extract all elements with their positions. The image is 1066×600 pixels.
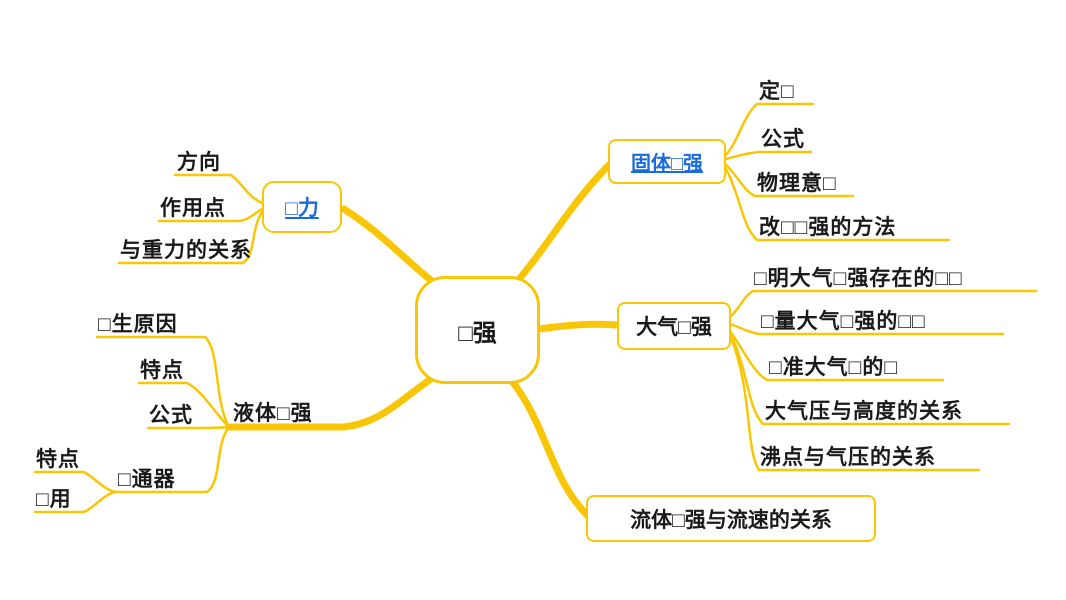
node-physical-meaning[interactable]: 物理意□ <box>757 172 837 195</box>
connector-boiling <box>728 333 981 472</box>
node-liquid-formula[interactable]: 公式 <box>149 404 193 427</box>
node-fluid-pressure-speed[interactable]: 流体□强与流速的关系 <box>586 495 876 542</box>
connector-point <box>157 207 264 223</box>
node-standard-pressure[interactable]: □准大气□的□ <box>769 356 899 379</box>
node-vessel-features[interactable]: 特点 <box>36 448 80 471</box>
node-point[interactable]: 作用点 <box>160 197 226 220</box>
connector-solid-formula <box>724 150 813 161</box>
connector-vessel-application <box>33 490 117 514</box>
node-measure-pressure[interactable]: □量大气□强的□□ <box>761 310 926 333</box>
node-fluid-pressure-speed-label: 流体□强与流速的关系 <box>630 508 832 532</box>
node-altitude-relation[interactable]: 大气压与高度的关系 <box>765 400 963 423</box>
node-solid-pressure[interactable]: 固体□强 <box>608 139 726 184</box>
node-boiling-relation[interactable]: 沸点与气压的关系 <box>760 446 936 469</box>
node-prove-existence[interactable]: □明大气□强存在的□□ <box>754 267 963 290</box>
connector-direction <box>173 173 264 205</box>
branch-atmosphere-line <box>535 320 622 333</box>
connector-measure <box>728 322 1005 336</box>
connector-vessel-features <box>33 470 117 494</box>
branch-fluid-line <box>508 377 592 520</box>
node-pressure-center[interactable]: □强 <box>415 276 540 384</box>
node-atmospheric-pressure-label: 大气□强 <box>636 316 712 339</box>
node-vessel-application[interactable]: □用 <box>36 488 72 511</box>
node-liquid-pressure[interactable]: 液体□强 <box>233 402 313 425</box>
connector-definition <box>724 102 815 157</box>
node-solid-formula[interactable]: 公式 <box>761 128 805 151</box>
connector-altitude <box>728 331 1011 426</box>
connector-liquid-features <box>137 381 231 429</box>
node-change-methods[interactable]: 改□□强的方法 <box>759 216 897 239</box>
node-pressure-center-label: □强 <box>458 319 497 347</box>
connector-gravity <box>117 210 264 265</box>
connector-liquid-formula <box>146 425 231 430</box>
branch-solid-line <box>502 161 613 298</box>
connector-prove <box>728 289 1038 319</box>
node-communicating-vessel[interactable]: □通器 <box>118 468 176 491</box>
node-cause[interactable]: □生原因 <box>98 313 178 336</box>
node-force-label[interactable]: □力 <box>285 197 319 220</box>
connector-meaning <box>724 163 855 198</box>
connector-standard <box>728 329 945 382</box>
node-liquid-features[interactable]: 特点 <box>140 359 184 382</box>
connector-methods <box>724 167 951 242</box>
connector-cause <box>95 335 231 429</box>
node-force[interactable]: □力 <box>262 181 342 233</box>
node-gravity-relation[interactable]: 与重力的关系 <box>120 239 252 262</box>
node-direction[interactable]: 方向 <box>177 151 221 174</box>
node-definition[interactable]: 定□ <box>759 80 795 103</box>
node-atmospheric-pressure[interactable]: 大气□强 <box>617 302 731 350</box>
connector-vessel <box>113 425 231 494</box>
node-solid-pressure-label[interactable]: 固体□强 <box>630 153 704 175</box>
